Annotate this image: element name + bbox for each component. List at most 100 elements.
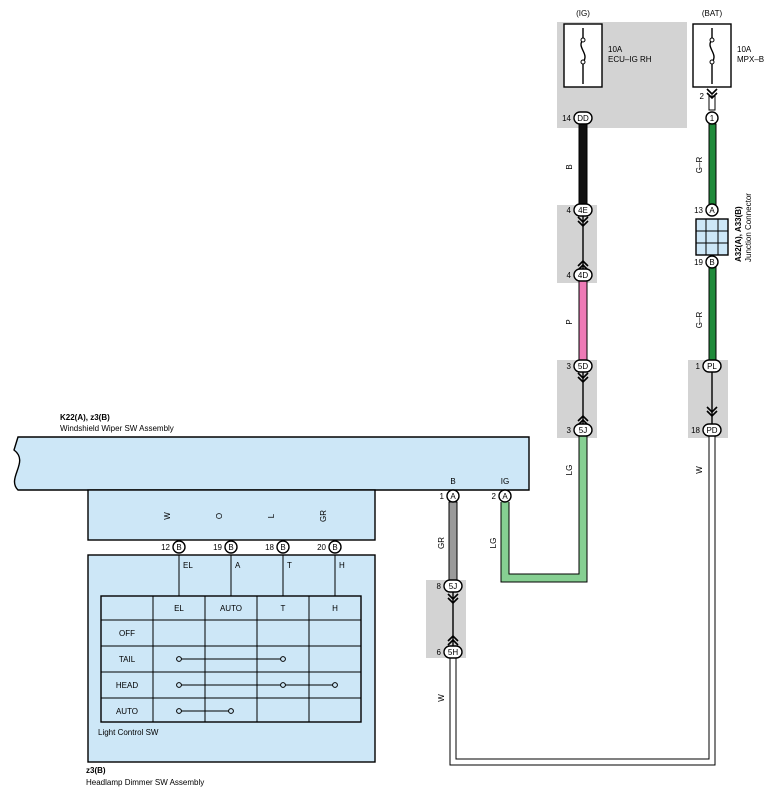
connector-shade-5j-5h	[426, 580, 466, 658]
connector-label: A	[450, 492, 456, 501]
switch-pin-el: EL	[183, 561, 193, 570]
connector-oval	[702, 423, 722, 437]
dimmer-assembly-code: z3(B)	[86, 766, 106, 775]
connector-oval	[573, 203, 593, 217]
shaded-regions	[426, 22, 728, 658]
connector-label: PL	[707, 362, 717, 371]
wire-code-label: GR	[319, 510, 328, 522]
connector-oval	[224, 540, 238, 554]
connector-b18: B18	[265, 540, 290, 554]
connector-label: B	[332, 543, 337, 552]
connector-pin-number: 2	[700, 92, 705, 101]
wire-code-label: GR	[437, 537, 446, 549]
connector-wb-a2: A2	[492, 489, 512, 503]
connector-label: PD	[706, 426, 717, 435]
wire-code-label: W	[695, 466, 704, 474]
wiper-assembly-extension	[87, 489, 376, 541]
wire-code-label: W	[163, 512, 172, 520]
wire-gr-mid	[708, 265, 717, 363]
connector-b12: B 12	[161, 540, 186, 554]
connector-label: B	[176, 543, 181, 552]
connector-pin-number: 3	[567, 362, 572, 371]
connector-oval	[446, 489, 460, 503]
connector-oval	[705, 111, 719, 125]
wiper-assembly-code: K22(A), z3(B)	[60, 413, 110, 422]
table-row-tail: TAIL	[119, 655, 136, 664]
connector-wb-a1: A1	[440, 489, 460, 503]
switch-pin-t: T	[287, 561, 292, 570]
table-row-off: OFF	[119, 629, 135, 638]
table-header-t: T	[281, 604, 286, 613]
connector-pin-number: 14	[562, 114, 571, 123]
connector-oval	[498, 489, 512, 503]
mating-arrow	[577, 372, 589, 384]
connector-1: 12	[700, 92, 719, 125]
fuse-bat	[692, 23, 732, 88]
connector-pin-number: 8	[437, 582, 442, 591]
wire-p	[578, 279, 588, 363]
connector-oval	[573, 268, 593, 282]
bat-fuse-amp: 10A	[737, 45, 752, 54]
connector-a: A13	[694, 203, 719, 217]
connector-oval	[573, 423, 593, 437]
connector-label: DD	[577, 114, 589, 123]
connector-oval	[172, 540, 186, 554]
dimmer-assembly-name: Headlamp Dimmer SW Assembly	[86, 778, 204, 787]
connector-pin-number: 3	[567, 426, 572, 435]
continuity-dot	[280, 656, 286, 662]
ig-source-label: (IG)	[576, 9, 590, 18]
connector-pin-number: 4	[567, 271, 572, 280]
mating-arrow	[706, 406, 718, 418]
connector-oval	[573, 359, 593, 373]
connector-label: A	[502, 492, 508, 501]
connector-arrows	[447, 88, 718, 646]
table-row-head: HEAD	[116, 681, 138, 690]
ig-fuse-amp: 10A	[608, 45, 623, 54]
connector-pin-number: 2	[492, 492, 497, 501]
connector-b: B19	[694, 255, 719, 269]
ig-fuse-name: ECU–IG RH	[608, 55, 652, 64]
connector-b19: B19	[213, 540, 238, 554]
connector-4d: 4D4	[567, 268, 593, 282]
connector-5j-top: 5J 3	[567, 423, 593, 437]
connector-label: B	[228, 543, 233, 552]
table-row-auto: AUTO	[116, 707, 138, 716]
wire-code-label: B	[565, 164, 574, 169]
connector-oval	[443, 645, 463, 659]
connector-label: 5J	[449, 582, 457, 591]
continuity-dot	[176, 708, 182, 714]
connector-5d: 5D 3	[567, 359, 593, 373]
continuity-dot	[176, 656, 182, 662]
connector-label: 5J	[579, 426, 587, 435]
wire-code-label: G–R	[695, 157, 704, 174]
connector-label: A	[709, 206, 715, 215]
table-header-h: H	[332, 604, 338, 613]
table-header-el: EL	[174, 604, 184, 613]
junction-connector-block	[695, 218, 729, 256]
connector-label: B	[280, 543, 285, 552]
wire-lg	[501, 436, 587, 582]
connector-label: 5H	[448, 648, 458, 657]
connector-pin-number: 1	[440, 492, 445, 501]
mating-arrow	[706, 88, 718, 100]
connector-label: 5D	[578, 362, 588, 371]
mating-arrow	[447, 593, 459, 605]
connector-4e: 4E4	[567, 203, 593, 217]
light-control-table: EL AUTO T H OFF TAIL HEAD AUTO	[100, 595, 362, 723]
connector-pin-number: 1	[696, 362, 701, 371]
connector-pin-number: 12	[161, 543, 170, 552]
wire-code-label: L	[267, 513, 276, 518]
wiper-pin-ig-label: IG	[501, 477, 509, 486]
continuity-dot	[332, 682, 338, 688]
connector-label: 4E	[578, 206, 588, 215]
connector-b20: B20	[317, 540, 342, 554]
continuity-dot	[280, 682, 286, 688]
connector-5h: 5H6	[437, 645, 463, 659]
bat-fuse-name: MPX–B	[737, 55, 764, 64]
wire-bat-fuse-out	[708, 95, 716, 111]
connector-oval	[705, 203, 719, 217]
connector-oval	[705, 255, 719, 269]
